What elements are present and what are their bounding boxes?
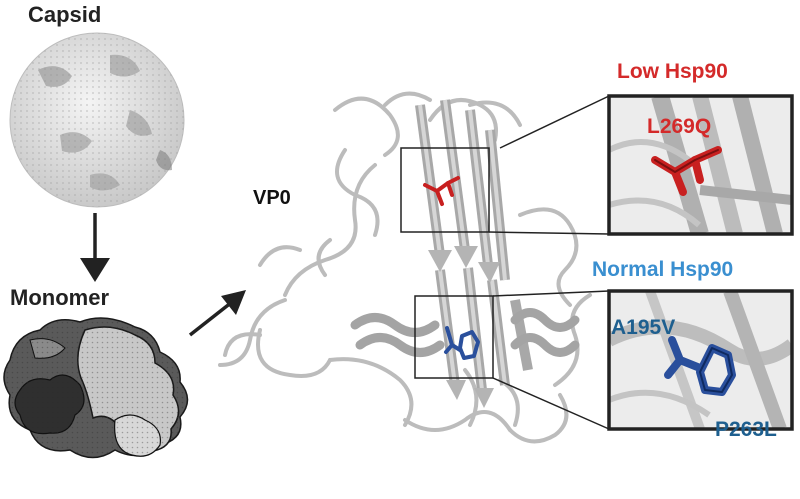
zoom-panel-bottom [607,289,794,431]
inset-box-bottom [414,295,494,379]
residue-blue-small [444,326,480,360]
zoom-panel-top [607,94,794,236]
down-arrow-icon [80,213,110,282]
connector-lines [488,95,610,430]
inset-box-top [400,147,490,233]
capsid-image [9,32,185,208]
monomer-label: Monomer [10,285,109,310]
vp0-label: VP0 [253,187,291,209]
mutation-label-top: L269Q [647,115,712,138]
monomer-image [3,317,189,459]
normal-hsp90-label: Normal Hsp90 [592,258,734,281]
mutation-label-bottom-a: A195V [611,316,676,339]
low-hsp90-label: Low Hsp90 [617,60,728,83]
diagonal-arrow-icon [188,290,246,337]
vp0-structure [218,91,592,444]
residue-red-small [423,176,460,206]
mutation-label-bottom-b: P263L [715,418,777,441]
capsid-label: Capsid [28,2,102,27]
